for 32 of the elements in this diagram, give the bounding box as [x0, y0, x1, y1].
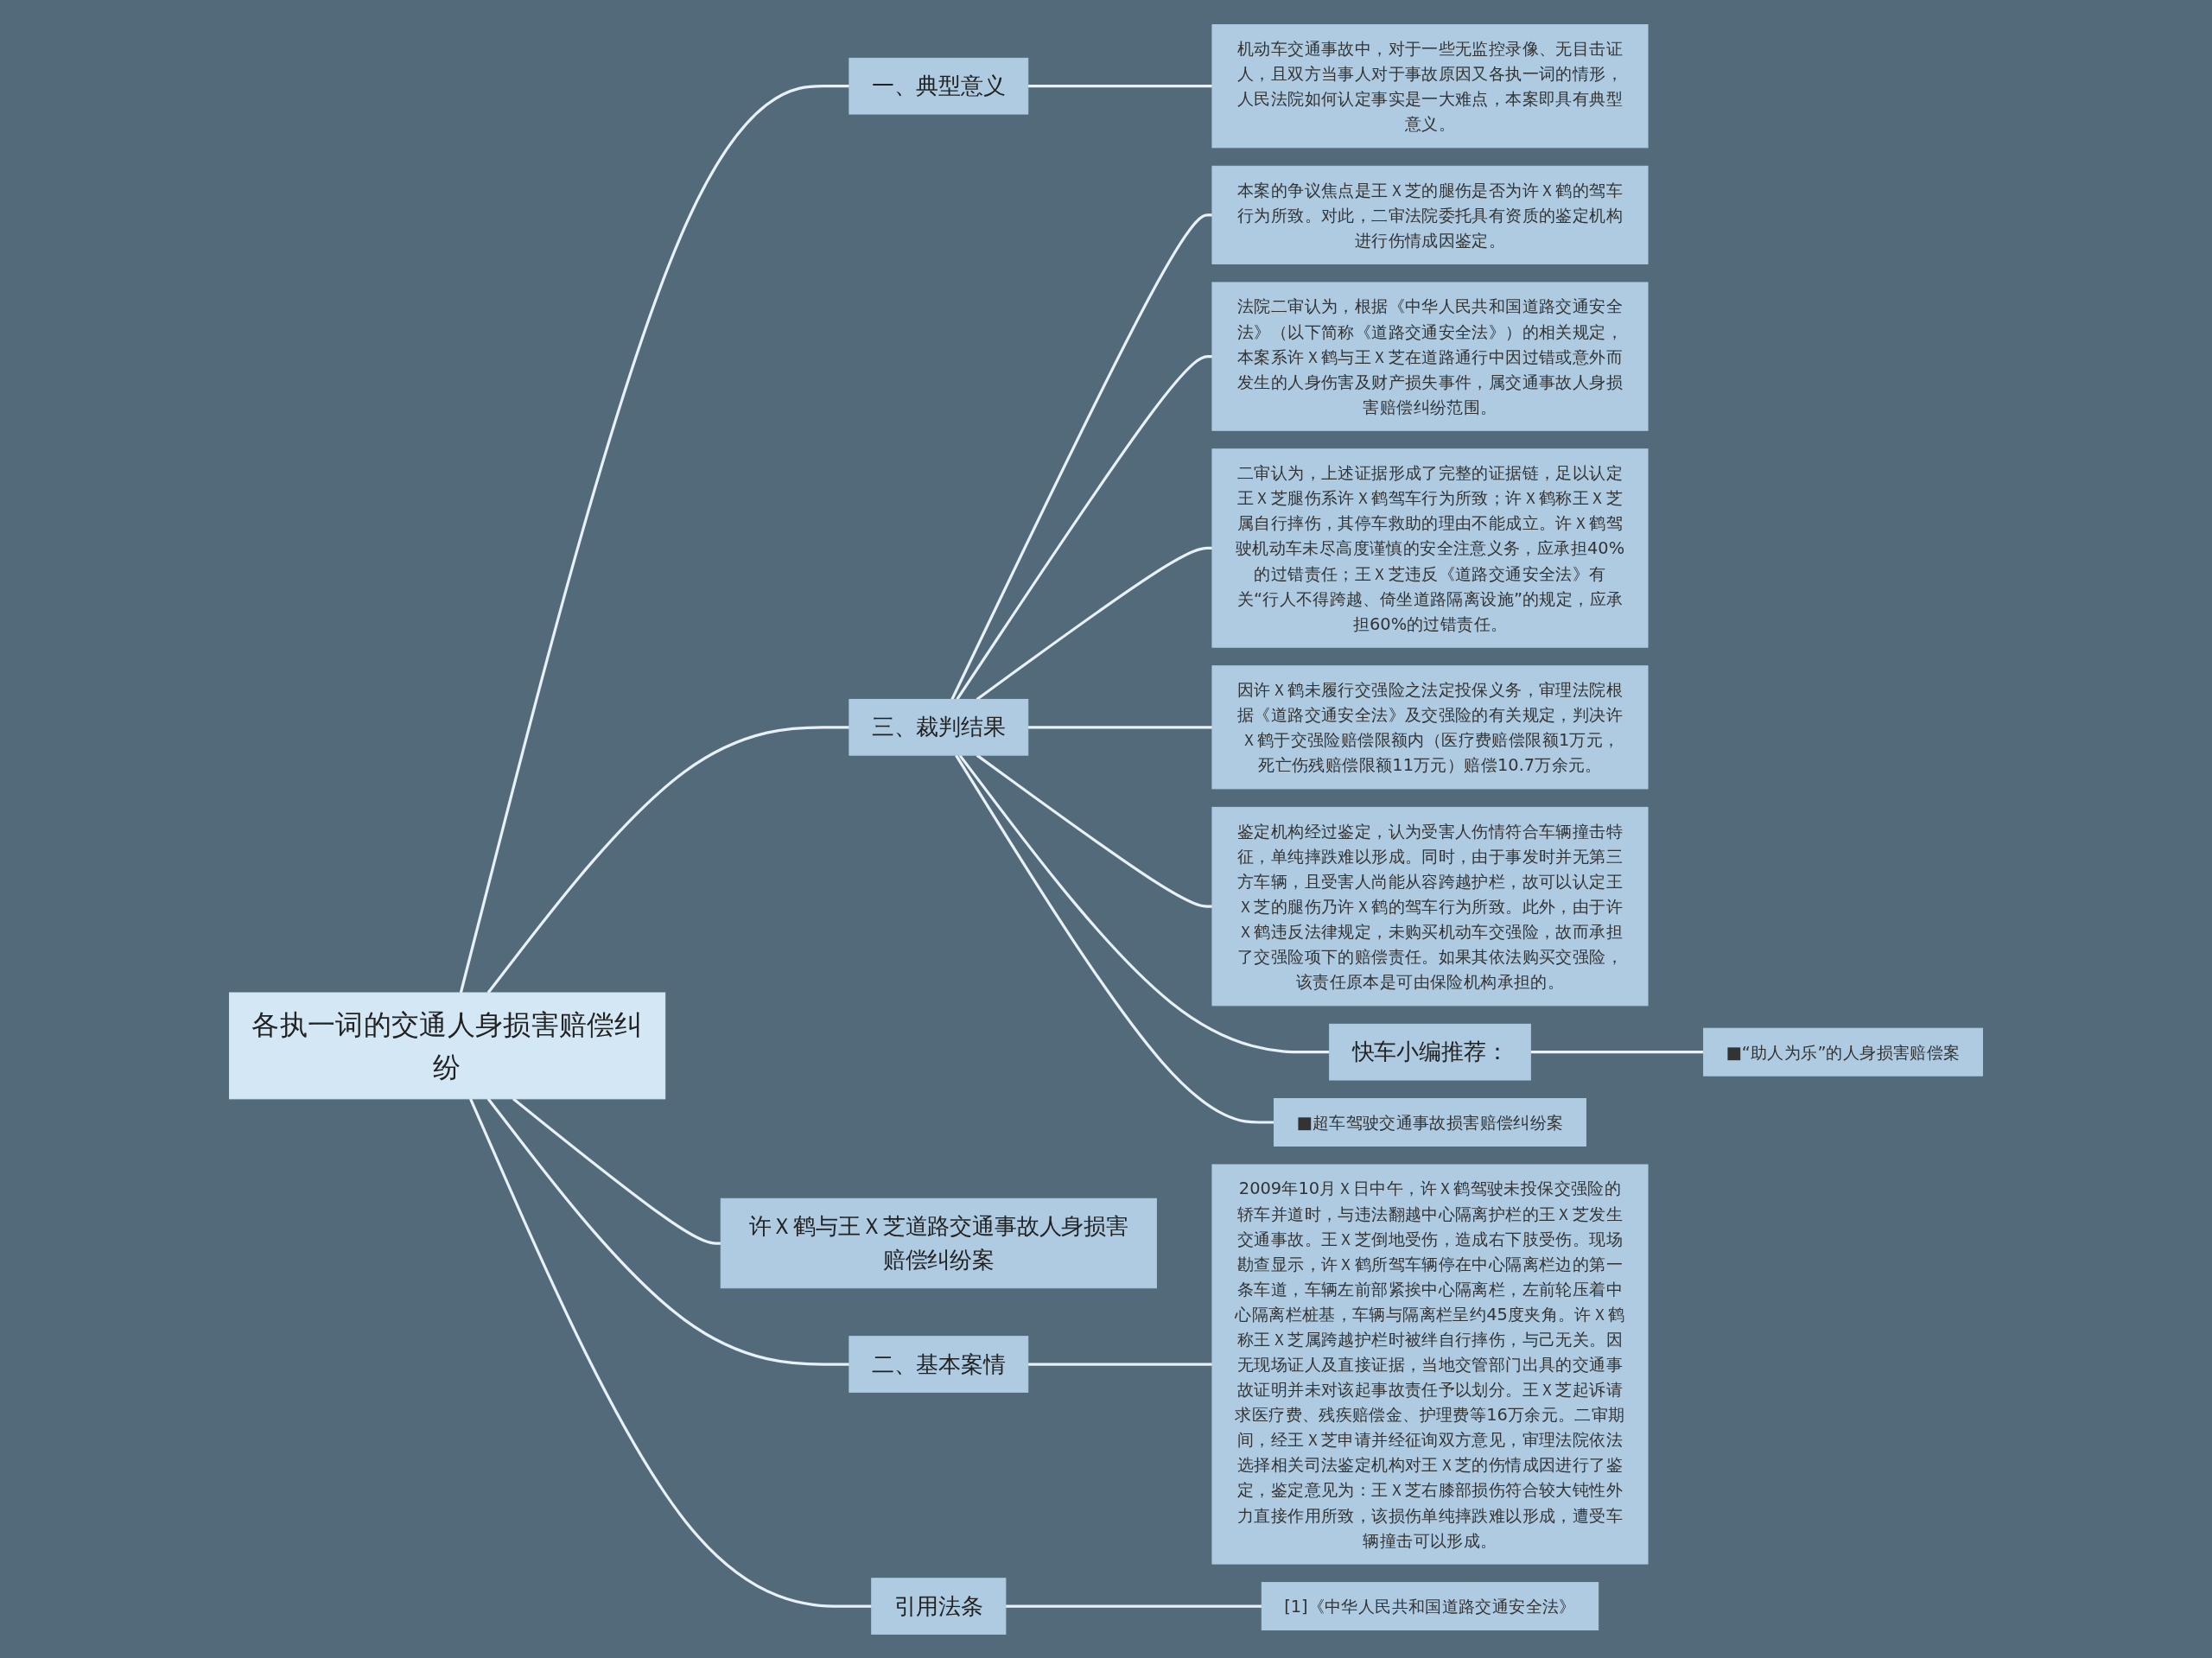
connector	[955, 753, 1274, 1124]
connector	[958, 753, 1330, 1053]
connector	[950, 213, 1212, 700]
connector	[512, 1097, 721, 1245]
connector	[956, 354, 1212, 700]
node-box: 鉴定机构经过鉴定，认为受害人伤情符合车辆撞击特征，单纯摔跌难以形成。同时，由于事发时并无第三方车辆，且受害人尚能从容跨越护栏，故可以认定王Ｘ芝的腿伤乃许Ｘ鹤的驾车行为所致。此外，由于许Ｘ鹤违反法律规定，未购买机动车交强险，故而承担了交强险项下的赔偿责任。如果其依法购买交强险，该责任原本是可由保险机构承担的。	[1211, 806, 1649, 1006]
connector	[976, 753, 1212, 908]
node-box: ■“助人为乐”的人身损害赔偿案	[1703, 1027, 1983, 1077]
node-box: 法院二审认为，根据《中华人民共和国道路交通安全法》（以下简称《道路交通安全法》）的相关规定，本案系许Ｘ鹤与王Ｘ芝在道路通行中因过错或意外而发生的人身伤害及财产损失事件，属交通事故人身损害赔偿纠纷范围。	[1211, 281, 1649, 431]
node-box: [1]《中华人民共和国道路交通安全法》	[1261, 1581, 1599, 1630]
node-box: 快车小编推荐：	[1329, 1023, 1531, 1081]
connector	[1027, 1362, 1212, 1366]
connector	[1530, 1050, 1704, 1053]
node-box: 一、典型意义	[849, 57, 1029, 115]
node-box: 三、裁判结果	[849, 698, 1029, 756]
connector	[486, 1097, 849, 1366]
node-box: 二、基本案情	[849, 1335, 1029, 1393]
node-box: 各执一词的交通人身损害赔偿纠纷	[229, 992, 666, 1099]
connector	[1005, 1604, 1262, 1608]
node-box: 引用法条	[871, 1577, 1007, 1635]
node-box: ■超车驾驶交通事故损害赔偿纠纷案	[1274, 1097, 1586, 1147]
connector	[469, 1097, 872, 1608]
node-box: 2009年10月Ｘ日中午，许Ｘ鹤驾驶未投保交强险的轿车并道时，与违法翻越中心隔离护栏的王Ｘ芝发生交通事故。王Ｘ芝倒地受伤，造成右下肢受伤。现场勘查显示，许Ｘ鹤所驾车辆停在中心隔离栏边的第一条车道，车辆左前部紧挨中心隔离栏，左前轮压着中心隔离栏桩基，车辆与隔离栏呈约45度夹角。许Ｘ鹤称王Ｘ芝属跨越护栏时被绊自行摔伤，与己无关。因无现场证人及直接证据，当地交管部门出具的交通事故证明并未对该起事故责任予以划分。王Ｘ芝起诉请求医疗费、残疾赔偿金、护理费等16万余元。二审期间，经王Ｘ芝申请并经征询双方意见，审理法院依法选择相关司法鉴定机构对王Ｘ芝的伤情成因进行了鉴定，鉴定意见为：王Ｘ芝右膝部损伤符合较大钝性外力直接作用所致，该损伤单纯摔跌难以形成，遭受车辆撞击可以形成。	[1211, 1163, 1649, 1565]
connector	[1027, 725, 1212, 728]
node-box: 机动车交通事故中，对于一些无监控录像、无目击证人，且双方当事人对于事故原因又各执一词的情形，人民法院如何认定事实是一大难点，本案即具有典型意义。	[1211, 23, 1649, 148]
connector	[1027, 84, 1212, 87]
node-box: 许Ｘ鹤与王Ｘ芝道路交通事故人身损害赔偿纠纷案	[720, 1197, 1157, 1288]
node-box: 本案的争议焦点是王Ｘ芝的腿伤是否为许Ｘ鹤的驾车行为所致。对此，二审法院委托具有资质的鉴定机构进行伤情成因鉴定。	[1211, 165, 1649, 264]
connector	[459, 84, 849, 993]
connector	[486, 725, 849, 994]
node-box: 二审认为，上述证据形成了完整的证据链，足以认定王Ｘ芝腿伤系许Ｘ鹤驾车行为所致；许Ｘ鹤称王Ｘ芝属自行摔伤，其停车救助的理由不能成立。许Ｘ鹤驾驶机动车未尽高度谨慎的安全注意义务，应承担40%的过错责任；王Ｘ芝违反《道路交通安全法》有关“行人不得跨越、倚坐道路隔离设施”的规定，应承担60%的过错责任。	[1211, 448, 1649, 648]
node-box: 因许Ｘ鹤未履行交强险之法定投保义务，审理法院根据《道路交通安全法》及交强险的有关规定，判决许Ｘ鹤于交强险赔偿限额内（医疗费赔偿限额1万元，死亡伤残赔偿限额11万元）赔偿10.7万余元。	[1211, 664, 1649, 789]
